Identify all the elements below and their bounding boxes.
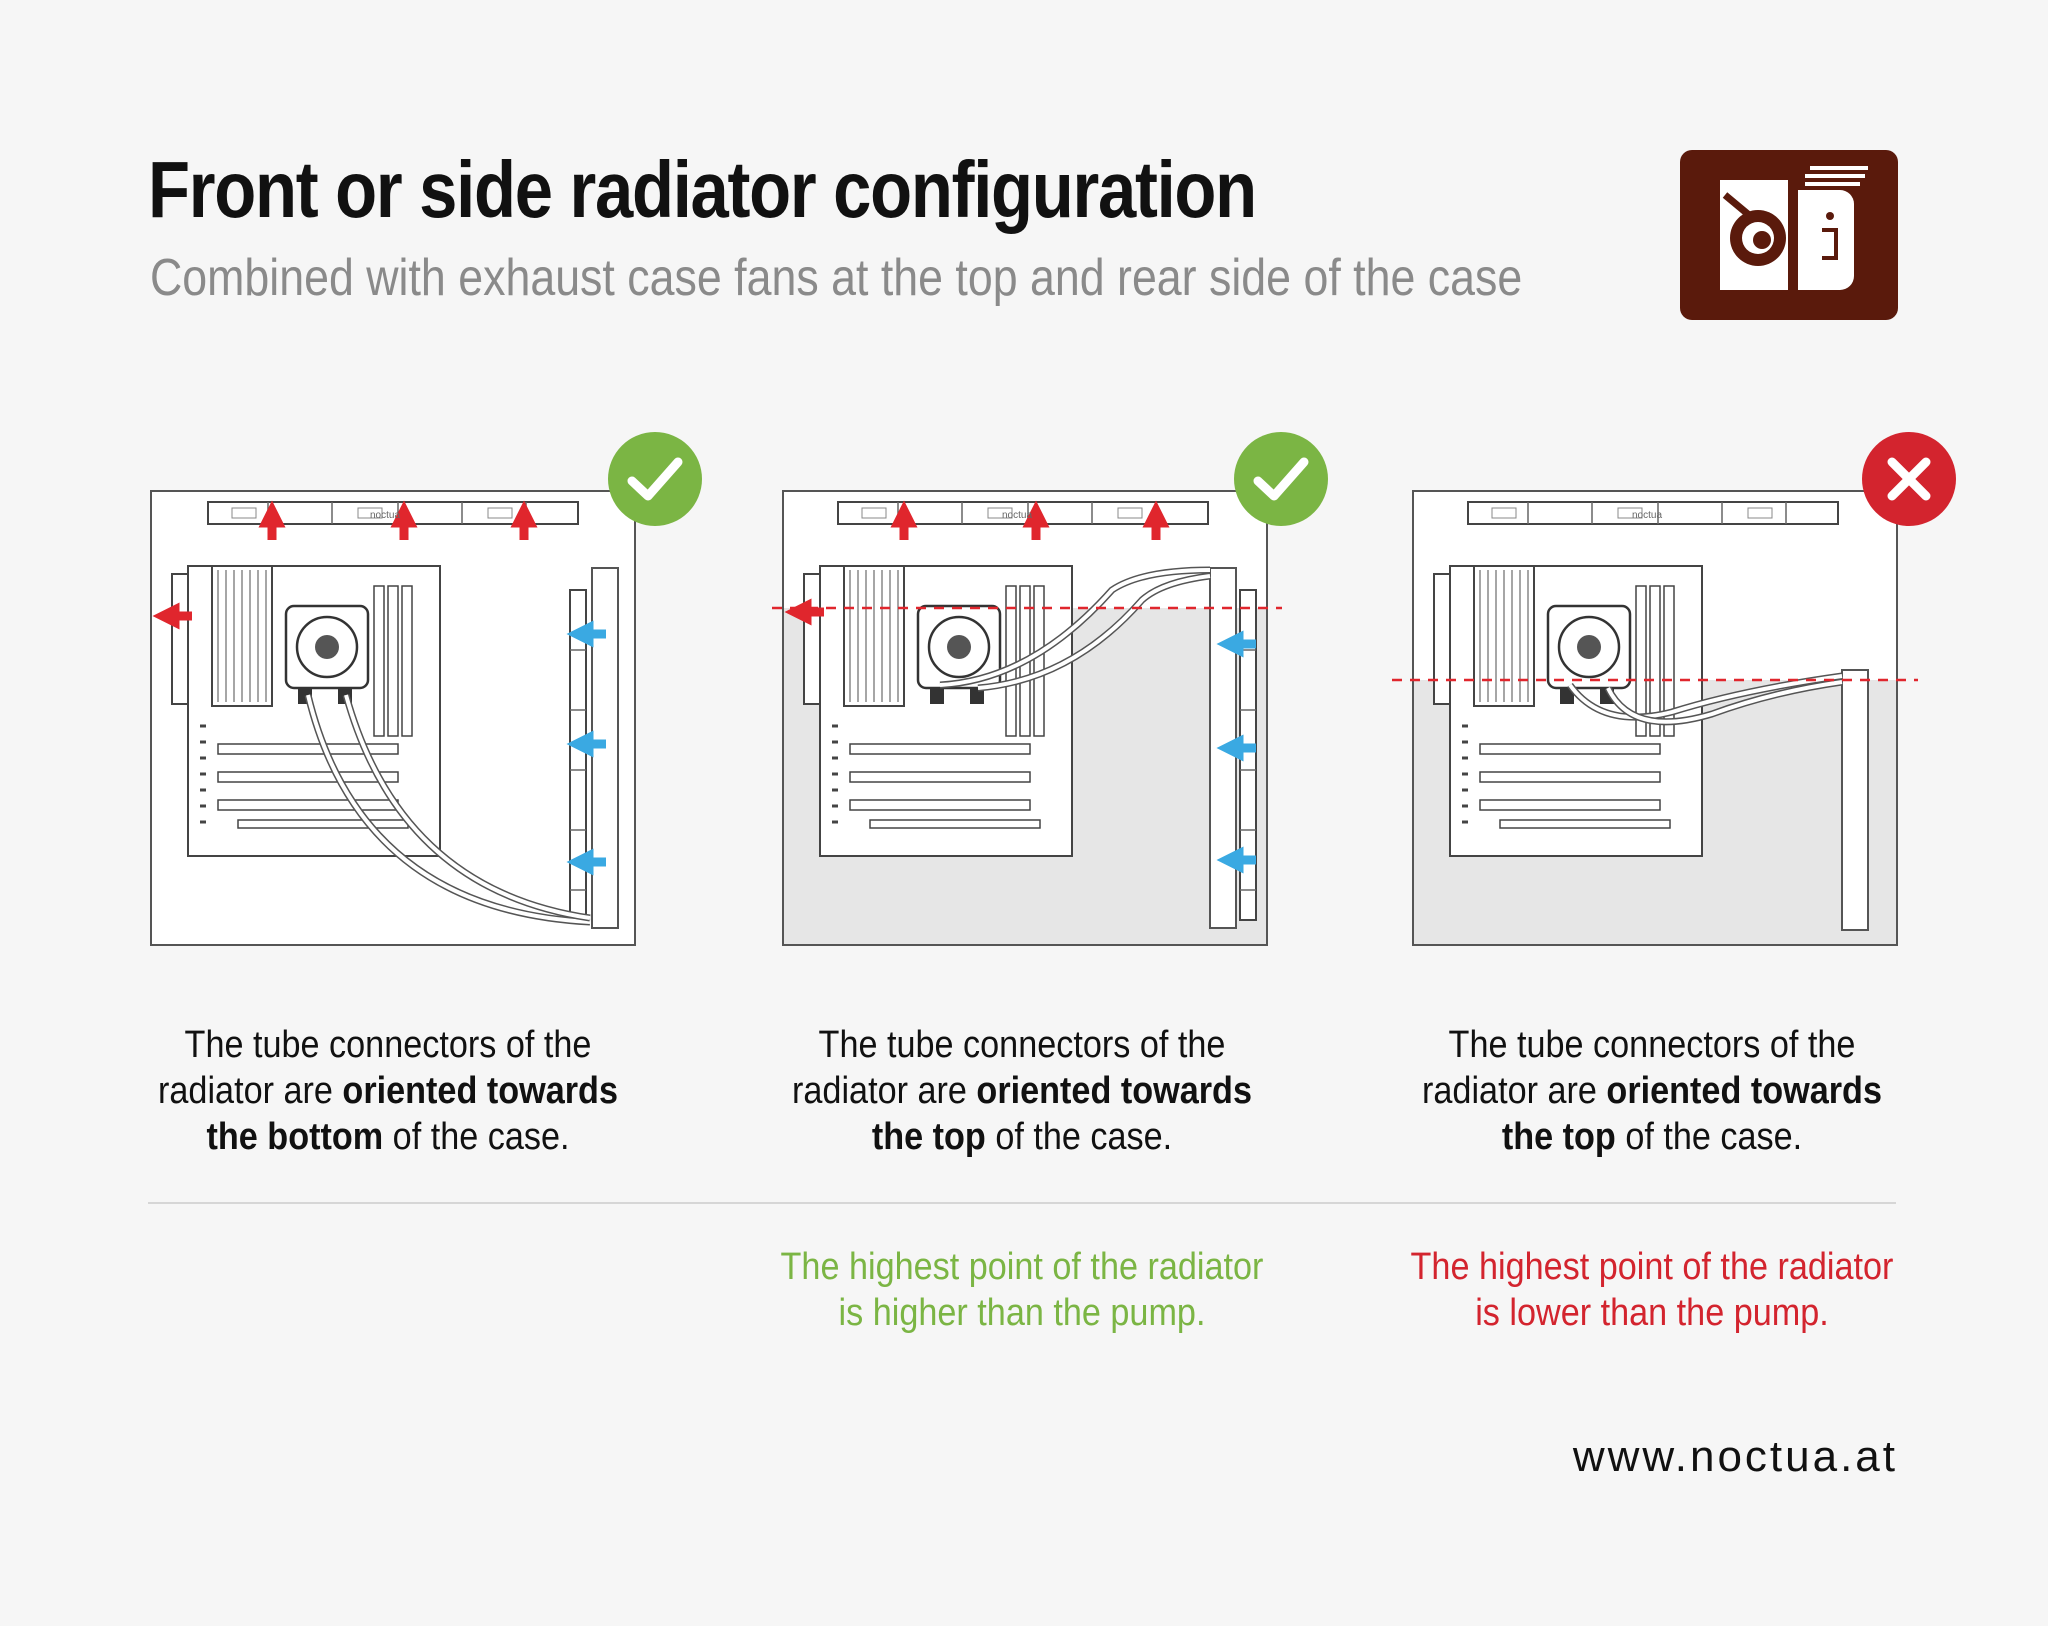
diagram-panel-3: noctua [1392, 490, 1918, 950]
fan-brand-label: noctua [1632, 510, 1662, 521]
page-title: Front or side radiator configuration [148, 145, 1257, 234]
fan-brand-label: noctua [1002, 510, 1032, 521]
cross-icon [1862, 432, 1956, 526]
exhaust-arrow-icon [784, 500, 1170, 626]
note-panel-3: The highest point of the radiator is low… [1410, 1246, 1894, 1334]
note-panel-2: The highest point of the radiator is hig… [780, 1246, 1264, 1334]
divider [148, 1202, 1896, 1204]
diagram-panel-2: noctua [772, 490, 1282, 950]
checkmark-icon [608, 432, 702, 526]
caption-panel-3: The tube connectors of the radiator are … [1422, 1024, 1882, 1158]
footer-url[interactable]: www.noctua.at [1572, 1432, 1898, 1481]
intake-arrow-icon [566, 620, 606, 876]
page-subtitle: Combined with exhaust case fans at the t… [150, 249, 1523, 307]
diagram-panel-1: noctua [150, 490, 640, 950]
intake-arrow-icon [1216, 630, 1256, 874]
exhaust-arrow-icon [152, 500, 538, 630]
caption-panel-1: The tube connectors of the radiator are … [158, 1024, 618, 1158]
fan-brand-label: noctua [370, 510, 400, 521]
noctua-logo-icon [1680, 150, 1898, 320]
checkmark-icon [1234, 432, 1328, 526]
caption-panel-2: The tube connectors of the radiator are … [792, 1024, 1252, 1158]
